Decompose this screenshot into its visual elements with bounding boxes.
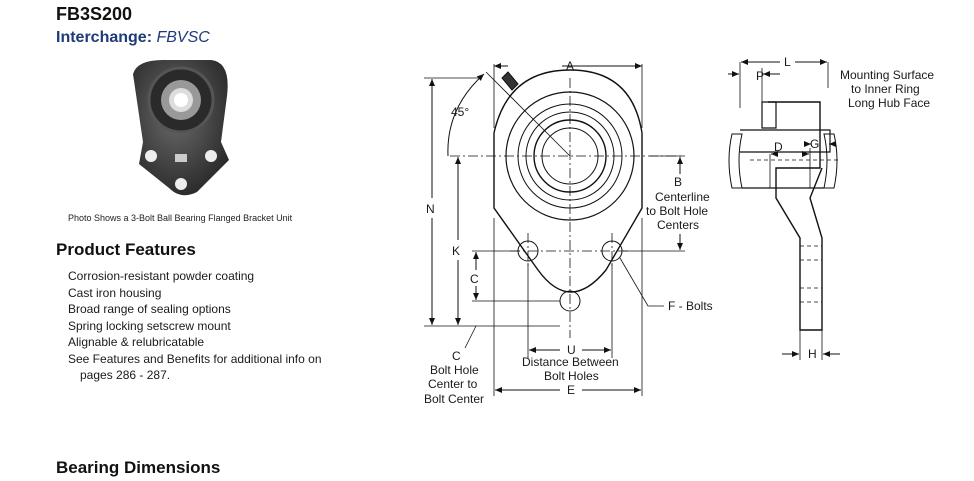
label-G: G: [810, 137, 819, 151]
label-B: B: [674, 175, 682, 189]
feature-item: Broad range of sealing options: [68, 302, 231, 316]
label-K: K: [452, 244, 460, 258]
feature-item: Spring locking setscrew mount: [68, 318, 231, 333]
interchange-line: Interchange: FBVSC: [56, 29, 210, 47]
label-L-desc: to Inner Ring: [851, 82, 920, 96]
label-U-desc: Bolt Holes: [544, 369, 599, 383]
label-L-desc: Long Hub Face: [848, 96, 930, 110]
interchange-value: FBVSC: [156, 29, 210, 46]
feature-item: See Features and Benefits for additional…: [68, 351, 322, 366]
label-L: L: [784, 55, 791, 69]
interchange-label: Interchange:: [56, 29, 153, 46]
label-C-desc: Bolt Hole: [430, 363, 479, 377]
label-E: E: [567, 383, 575, 397]
housing-outline: [493, 69, 643, 293]
label-H: H: [808, 347, 817, 361]
label-A: A: [566, 59, 574, 73]
label-L-desc: Mounting Surface: [840, 68, 934, 82]
features-list: Corrosion-resistant powder coating Cast …: [68, 268, 322, 384]
feature-item: pages 286 - 287.: [80, 368, 171, 382]
label-B-desc: Centerline: [655, 190, 710, 204]
label-C-desc: Bolt Center: [424, 392, 484, 406]
label-F-bolts: F - Bolts: [668, 299, 713, 313]
label-N: N: [426, 202, 435, 216]
label-U: U: [567, 343, 576, 357]
feature-item: Alignable & relubricatable: [68, 335, 205, 349]
feature-item: Corrosion-resistant powder coating: [68, 269, 255, 283]
features-heading: Product Features: [56, 240, 196, 259]
label-U-desc: Distance Between: [522, 355, 619, 369]
label-C-desc: Center to: [428, 377, 478, 391]
bearing-dimensions-heading: Bearing Dimensions: [56, 458, 221, 477]
label-D: D: [774, 140, 783, 154]
label-P: P: [756, 69, 764, 83]
dimension-drawing: A 45° N K C U E F - Bolts B Centerline t…: [424, 55, 934, 406]
feature-item: Cast iron housing: [68, 285, 162, 300]
photo-caption: Photo Shows a 3-Bolt Ball Bearing Flange…: [68, 213, 293, 223]
side-view-housing: [761, 101, 777, 129]
label-B-desc: Centers: [657, 218, 699, 232]
label-45: 45°: [451, 105, 469, 119]
label-C-desc: C: [452, 349, 461, 363]
label-C: C: [470, 272, 479, 286]
product-photo: [133, 60, 229, 196]
product-title: FB3S200: [56, 4, 133, 24]
label-B-desc: to Bolt Hole: [646, 204, 708, 218]
